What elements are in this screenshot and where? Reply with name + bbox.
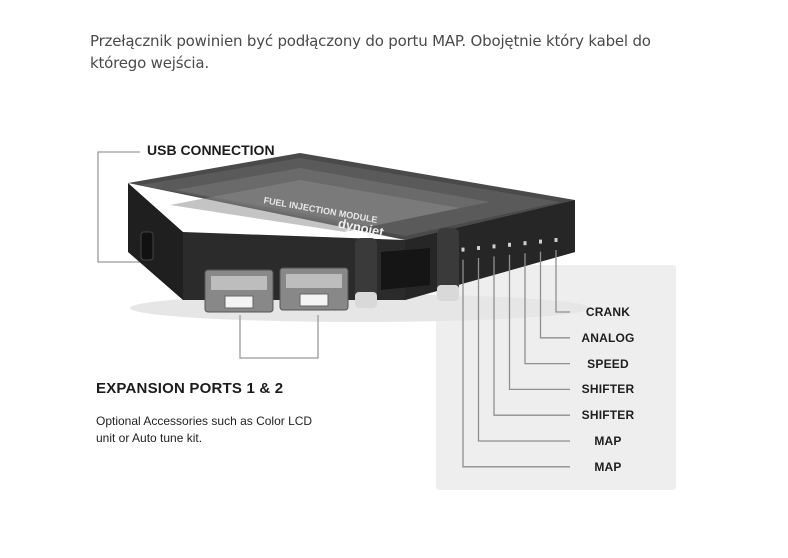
pin-contact [508,242,511,247]
pin-leader-line [462,259,570,468]
pin-leader-line [524,253,570,365]
pin-contact [523,241,527,246]
pin-contact [539,239,542,244]
pin-contact [477,246,480,250]
pin-contact [554,238,558,242]
pin-leader-line [477,258,570,442]
pin-label-5: MAP [594,434,622,448]
usb-connection-label: USB CONNECTION [147,142,275,158]
pin-contact [461,247,465,252]
usb-leader-line [97,151,150,263]
intro-text: Przełącznik powinien być podłączony do p… [90,32,651,72]
expansion-ports-label: EXPANSION PORTS 1 & 2 [96,380,284,397]
pin-contact [492,244,496,249]
expansion-ports-description: Optional Accessories such as Color LCD u… [96,414,313,445]
expansion-bracket [239,315,319,359]
cable-grommet-left [355,238,377,308]
expansion-port-1 [204,269,274,313]
pin-label-6: MAP [594,459,622,474]
pin-label-1: ANALOG [581,330,635,345]
pin-leader-line [555,250,570,313]
pin-label-0: CRANK [585,305,631,319]
usb-port [140,231,154,261]
cable-grommet-right [437,228,459,301]
expansion-port-2 [279,267,349,311]
pin-label-2: SPEED [587,356,629,371]
pin-label-3: SHIFTER [581,382,635,397]
pin-label-4: SHIFTER [581,408,635,423]
pin-leader-lines [461,238,570,468]
device-left-side [128,183,183,300]
pin-leader-line [508,254,570,391]
pin-leader-line [493,256,570,416]
pin-leader-line [539,251,570,339]
